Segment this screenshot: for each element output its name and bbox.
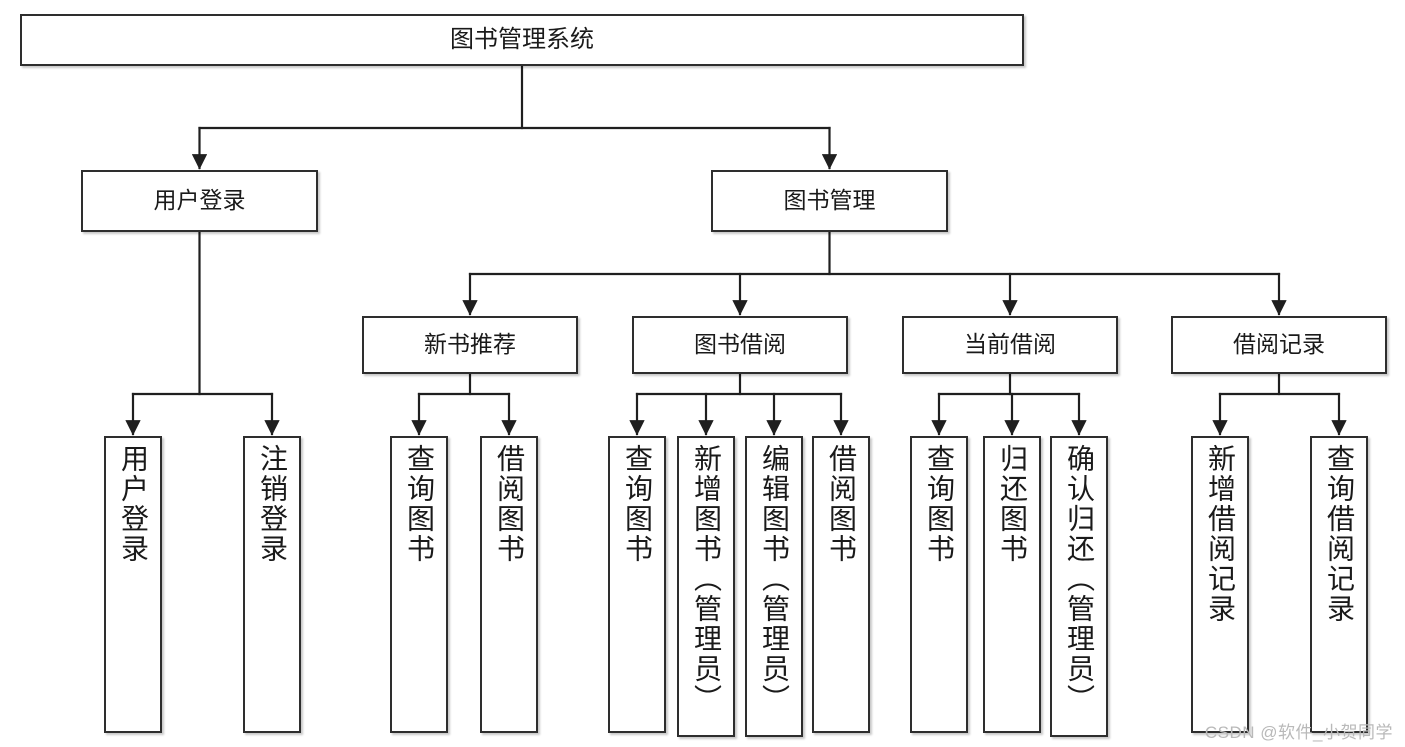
node-leaf-nb-borrow: 借阅图书 (480, 436, 538, 733)
node-leaf-rec-add: 新增借阅记录 (1191, 436, 1249, 733)
node-label: 查询借阅记录 (1324, 444, 1355, 624)
node-label: 借阅图书 (494, 444, 525, 564)
node-label: 用户登录 (153, 187, 246, 214)
node-bookmgmt: 图书管理 (711, 170, 948, 232)
node-newbook: 新书推荐 (362, 316, 578, 374)
node-leaf-cur-confirm: 确认归还（管理员） (1050, 436, 1108, 737)
node-records: 借阅记录 (1171, 316, 1387, 374)
node-label: 用户登录 (118, 444, 149, 564)
node-label: 归还图书 (997, 444, 1028, 564)
node-label: 新书推荐 (424, 331, 516, 358)
node-label: 借阅记录 (1233, 331, 1325, 358)
node-label: 查询图书 (924, 444, 955, 564)
node-leaf-bw-edit: 编辑图书（管理员） (745, 436, 803, 737)
node-root: 图书管理系统 (20, 14, 1024, 66)
node-label: 新增借阅记录 (1205, 444, 1236, 624)
node-label: 图书管理 (783, 187, 876, 214)
node-leaf-bw-add: 新增图书（管理员） (677, 436, 735, 737)
node-leaf-nb-query: 查询图书 (390, 436, 448, 733)
node-label: 查询图书 (622, 444, 653, 564)
node-label: 查询图书 (404, 444, 435, 564)
node-leaf-bw-query: 查询图书 (608, 436, 666, 733)
node-label: 新增图书（管理员） (691, 444, 722, 714)
node-current: 当前借阅 (902, 316, 1118, 374)
node-leaf-user-logout: 注销登录 (243, 436, 301, 733)
node-leaf-user-login: 用户登录 (104, 436, 162, 733)
watermark-text: CSDN @软件_小贺同学 (1204, 723, 1393, 742)
node-label: 图书管理系统 (450, 25, 594, 53)
node-label: 借阅图书 (826, 444, 857, 564)
node-borrow: 图书借阅 (632, 316, 848, 374)
node-label: 编辑图书（管理员） (759, 444, 790, 714)
node-label: 当前借阅 (964, 331, 1056, 358)
node-leaf-rec-query: 查询借阅记录 (1310, 436, 1368, 733)
node-label: 图书借阅 (694, 331, 786, 358)
node-label: 确认归还（管理员） (1064, 444, 1095, 714)
node-leaf-cur-return: 归还图书 (983, 436, 1041, 733)
node-label: 注销登录 (257, 444, 288, 564)
node-leaf-cur-query: 查询图书 (910, 436, 968, 733)
node-leaf-bw-borrow: 借阅图书 (812, 436, 870, 733)
node-login: 用户登录 (81, 170, 318, 232)
